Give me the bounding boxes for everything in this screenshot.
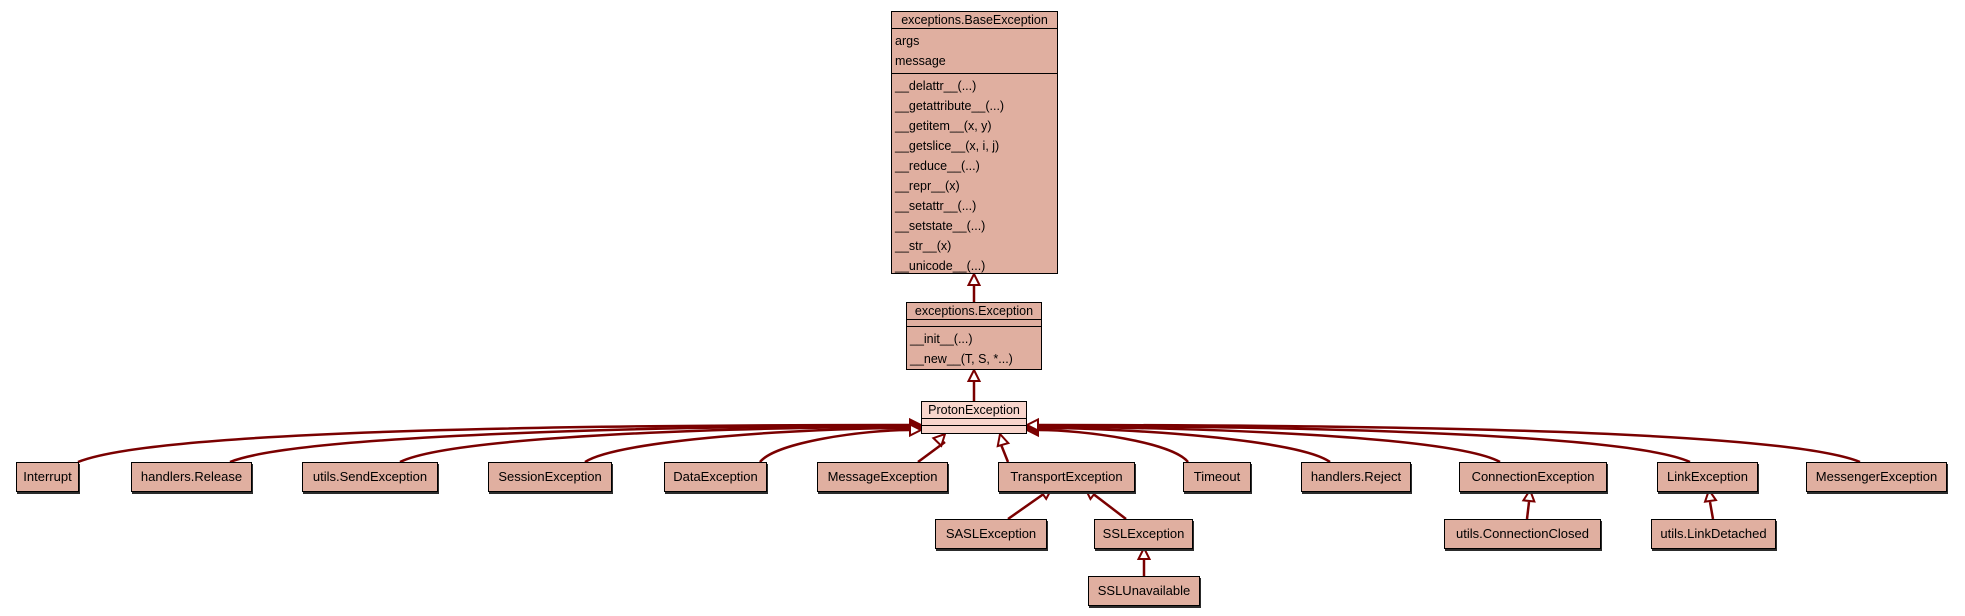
method-item: __setstate__(...) bbox=[895, 219, 986, 233]
message-exception-node[interactable]: MessageException bbox=[817, 462, 948, 492]
handlers-reject-node[interactable]: handlers.Reject bbox=[1301, 462, 1411, 492]
ssl-exception-node[interactable]: SSLException bbox=[1094, 519, 1193, 549]
edge-link-detached bbox=[1708, 501, 1715, 520]
edge-interrupt bbox=[77, 423, 910, 464]
utils-link-detached-node[interactable]: utils.LinkDetached bbox=[1651, 519, 1776, 549]
edge-arrowhead bbox=[1136, 545, 1152, 560]
handlers-release-node[interactable]: handlers.Release bbox=[131, 462, 252, 492]
exception-node[interactable]: exceptions.Exception __init__(...) __new… bbox=[906, 302, 1042, 370]
edge-session-exception bbox=[584, 426, 910, 464]
edge-arrowhead bbox=[1521, 487, 1536, 503]
ssl-unavailable-node[interactable]: SSLUnavailable bbox=[1088, 576, 1200, 606]
method-item: __getitem__(x, y) bbox=[895, 119, 992, 133]
method-item: __getattribute__(...) bbox=[895, 99, 1005, 113]
data-exception-node[interactable]: DataException bbox=[664, 462, 767, 492]
edge-connection-closed bbox=[1525, 501, 1531, 520]
edge-timeout bbox=[1038, 428, 1189, 463]
edge-arrowhead bbox=[966, 271, 982, 286]
edge-messenger-exception bbox=[1038, 423, 1861, 464]
edge-arrowhead bbox=[966, 367, 982, 382]
link-exception-node[interactable]: LinkException bbox=[1657, 462, 1758, 492]
attribute-item: message bbox=[895, 54, 946, 68]
edge-arrowhead bbox=[1024, 417, 1039, 433]
method-item: __str__(x) bbox=[895, 239, 952, 253]
method-item: __unicode__(...) bbox=[895, 259, 986, 273]
method-item: __repr__(x) bbox=[895, 179, 960, 193]
method-item: __reduce__(...) bbox=[895, 159, 980, 173]
proton-exception-title: ProtonException bbox=[922, 402, 1026, 419]
exception-attributes bbox=[907, 320, 1041, 327]
method-item: __setattr__(...) bbox=[895, 199, 977, 213]
session-exception-node[interactable]: SessionException bbox=[488, 462, 612, 492]
utils-connection-closed-node[interactable]: utils.ConnectionClosed bbox=[1444, 519, 1601, 549]
method-item: __delattr__(...) bbox=[895, 79, 977, 93]
edge-ssl-transport bbox=[1091, 492, 1127, 520]
edge-utils-send-exception bbox=[399, 425, 910, 464]
method-item: __new__(T, S, *...) bbox=[910, 352, 1013, 366]
sasl-exception-node[interactable]: SASLException bbox=[935, 519, 1047, 549]
edge-handlers-reject bbox=[1038, 426, 1331, 464]
attribute-item: args bbox=[895, 34, 920, 48]
method-item: __init__(...) bbox=[910, 332, 973, 346]
utils-send-exception-node[interactable]: utils.SendException bbox=[302, 462, 438, 492]
exception-methods: __init__(...) __new__(T, S, *...) bbox=[907, 327, 1041, 369]
connection-exception-node[interactable]: ConnectionException bbox=[1459, 462, 1607, 492]
transport-exception-node[interactable]: TransportException bbox=[998, 462, 1135, 492]
base-exception-attributes: args message bbox=[892, 29, 1057, 74]
edge-arrowhead bbox=[996, 431, 1011, 448]
base-exception-node[interactable]: exceptions.BaseException args message __… bbox=[891, 11, 1058, 274]
timeout-node[interactable]: Timeout bbox=[1183, 462, 1251, 492]
edge-data-exception bbox=[759, 428, 910, 463]
proton-exception-node[interactable]: ProtonException bbox=[921, 401, 1027, 434]
method-item: __getslice__(x, i, j) bbox=[895, 139, 1000, 153]
edge-arrowhead bbox=[1703, 487, 1718, 503]
proton-exception-methods bbox=[922, 426, 1026, 432]
exception-title: exceptions.Exception bbox=[907, 303, 1041, 320]
proton-exception-attributes bbox=[922, 419, 1026, 426]
base-exception-title: exceptions.BaseException bbox=[892, 12, 1057, 29]
base-exception-methods: __delattr__(...) __getattribute__(...) _… bbox=[892, 74, 1057, 273]
edge-handlers-release bbox=[229, 424, 910, 464]
interrupt-node[interactable]: Interrupt bbox=[16, 462, 79, 492]
edge-sasl-transport bbox=[1007, 491, 1046, 521]
edge-connection-exception bbox=[1038, 425, 1501, 464]
edge-arrowhead bbox=[931, 432, 947, 448]
edge-arrowhead bbox=[909, 422, 924, 438]
messenger-exception-node[interactable]: MessengerException bbox=[1806, 462, 1947, 492]
